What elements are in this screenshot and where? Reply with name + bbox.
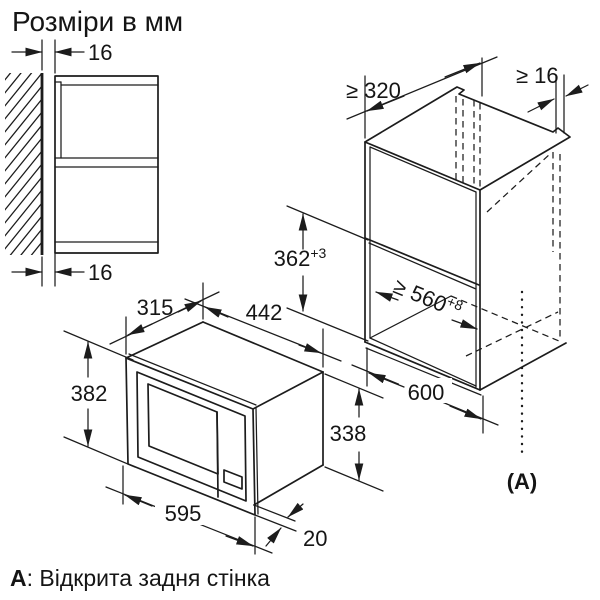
dim-niche-depth: ≥ 320	[346, 56, 498, 139]
hidden-edges	[450, 96, 561, 357]
microwave-outline	[125, 321, 324, 516]
microwave-drawing: 315 442 382 338	[63, 282, 384, 555]
dim-label-niche-height: 362+3	[274, 245, 327, 271]
dim-rear-wall-gap: ≥ 16	[516, 63, 589, 134]
dim-appliance-body-width: 442	[184, 298, 342, 368]
dim-wall-gap-top: 16	[11, 39, 112, 74]
dim-label-appliance-front-width: 595	[165, 501, 202, 526]
dim-label-cabinet-width: 600	[408, 380, 445, 405]
dim-label-wall-gap-bottom: 16	[88, 260, 112, 285]
wall-section-drawing: 16 16	[5, 39, 159, 287]
dim-label-wall-gap-top: 16	[88, 40, 112, 65]
dim-niche-width: ≥ 560+8	[375, 273, 478, 330]
dim-frame-offset: 20	[253, 502, 327, 551]
dim-wall-gap-bottom: 16	[11, 252, 112, 287]
cabinet-section	[54, 75, 159, 254]
dim-niche-height: 362+3	[274, 205, 369, 342]
dim-appliance-front-width: 595	[105, 465, 273, 555]
dim-appliance-front-height: 382	[63, 330, 136, 468]
dim-cabinet-width: 600	[351, 347, 499, 434]
dim-label-appliance-body-height: 338	[330, 421, 367, 446]
open-back-label: (A)	[507, 469, 538, 494]
dim-label-rear-wall-gap: ≥ 16	[516, 63, 559, 88]
dim-label-frame-offset: 20	[303, 526, 327, 551]
dim-label-appliance-depth: 315	[137, 295, 174, 320]
dim-label-niche-depth: ≥ 320	[346, 78, 401, 103]
wall-hatching	[5, 73, 42, 255]
niche-cabinet-drawing: (A) ≥ 320 ≥ 16 362+3	[274, 56, 589, 494]
cabinet-outline	[364, 86, 571, 396]
door-handle-display	[223, 469, 243, 490]
dim-label-appliance-front-height: 382	[71, 381, 108, 406]
page-title: Розміри в мм	[12, 6, 183, 37]
dim-appliance-depth: 315	[109, 282, 220, 355]
dim-label-appliance-body-width: 442	[246, 300, 283, 325]
footnote: A: Відкрита задня стінка	[10, 565, 270, 591]
dim-appliance-body-height: 338	[324, 373, 384, 492]
